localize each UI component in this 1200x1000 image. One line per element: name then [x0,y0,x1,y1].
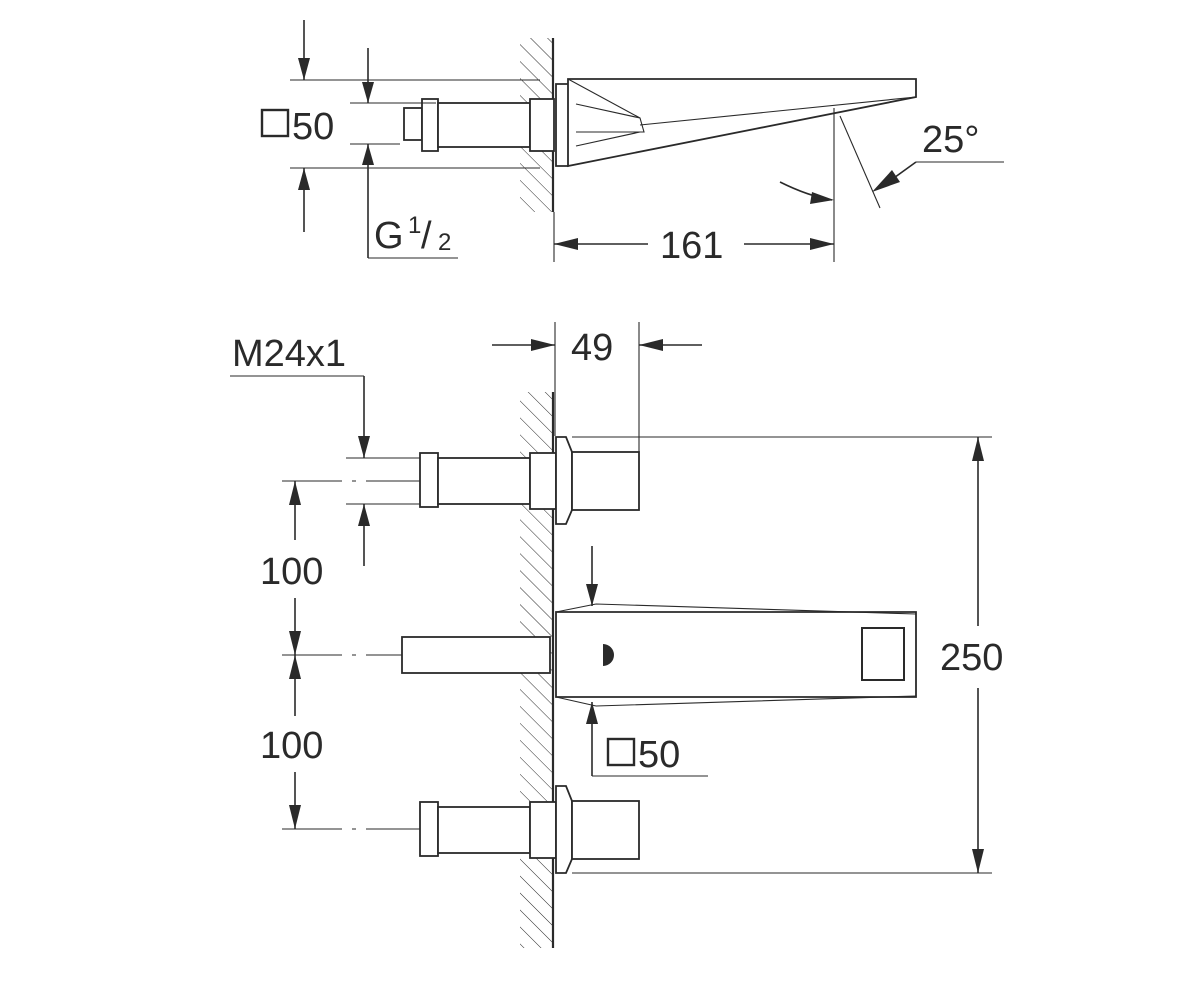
spout-taper-front [555,603,917,707]
thread-label-top: G [374,215,404,257]
upper-connector-ring [419,452,439,508]
spout-body-front [555,611,917,698]
height-label: 250 [940,637,1003,679]
front-view: M24x1 49 100 100 250 [230,322,1003,948]
angle-ref-line [839,115,881,209]
angle-arrow-right [872,170,900,192]
spout-outlet-front [861,627,905,681]
spout-square-symbol-icon [606,737,636,767]
spout-square-arrow-a [586,584,598,606]
thread-fraction-separator: / [421,215,432,257]
projection-arrow-right [810,238,834,250]
spacing-arrow-lower-top [289,655,301,679]
spout-square-arrow-b [586,702,598,724]
thread-arrow-a [362,82,374,103]
projection-arrow-left [554,238,578,250]
upper-flange-plate [529,452,557,510]
height-arrow-top [972,437,984,461]
lower-connector-ring [419,801,439,857]
thread-fraction-denominator: 2 [438,229,451,256]
depth-arrow-left [531,339,555,351]
lower-connector-body [437,806,531,854]
spacing-arrow-upper-bottom [289,631,301,655]
projection-label: 161 [660,225,723,267]
thread-fraction-numerator: 1 [408,212,421,239]
spout-top [567,78,917,168]
lower-flange-plate [529,801,557,859]
spout-aerator-mark [603,644,614,666]
angle-arrow-left [810,192,834,204]
square-arrow-b [298,168,310,190]
depth-arrow-right [639,339,663,351]
connector-ring-top [421,98,439,152]
connector-body-top [437,102,531,148]
square-dimension-label-top: 50 [292,106,334,148]
spout-square-label: 50 [638,734,680,776]
upper-connector-body [437,457,531,505]
m24-thread-label: M24x1 [232,333,346,375]
flange-plate-top [529,98,555,152]
spacing-lower-label: 100 [260,725,323,767]
top-view: 50 G 1 / 2 161 25° [260,20,1004,267]
upper-handle-block [571,451,640,511]
spout-edge-top [639,96,917,126]
height-arrow-bottom [972,849,984,873]
lower-rosette [555,785,573,874]
m24-arrow-a [358,436,370,458]
square-symbol-icon [260,108,290,138]
spacing-arrow-upper-top [289,481,301,505]
square-arrow-a [298,58,310,80]
angle-label: 25° [922,119,979,161]
depth-label: 49 [571,327,613,369]
spout-connector-front [401,636,551,674]
upper-rosette [555,436,573,525]
thread-arrow-b [362,144,374,165]
lower-handle-block [571,800,640,860]
connector-nut-top [403,107,423,141]
m24-arrow-b [358,504,370,526]
spacing-arrow-lower-bottom [289,805,301,829]
spacing-upper-label: 100 [260,551,323,593]
